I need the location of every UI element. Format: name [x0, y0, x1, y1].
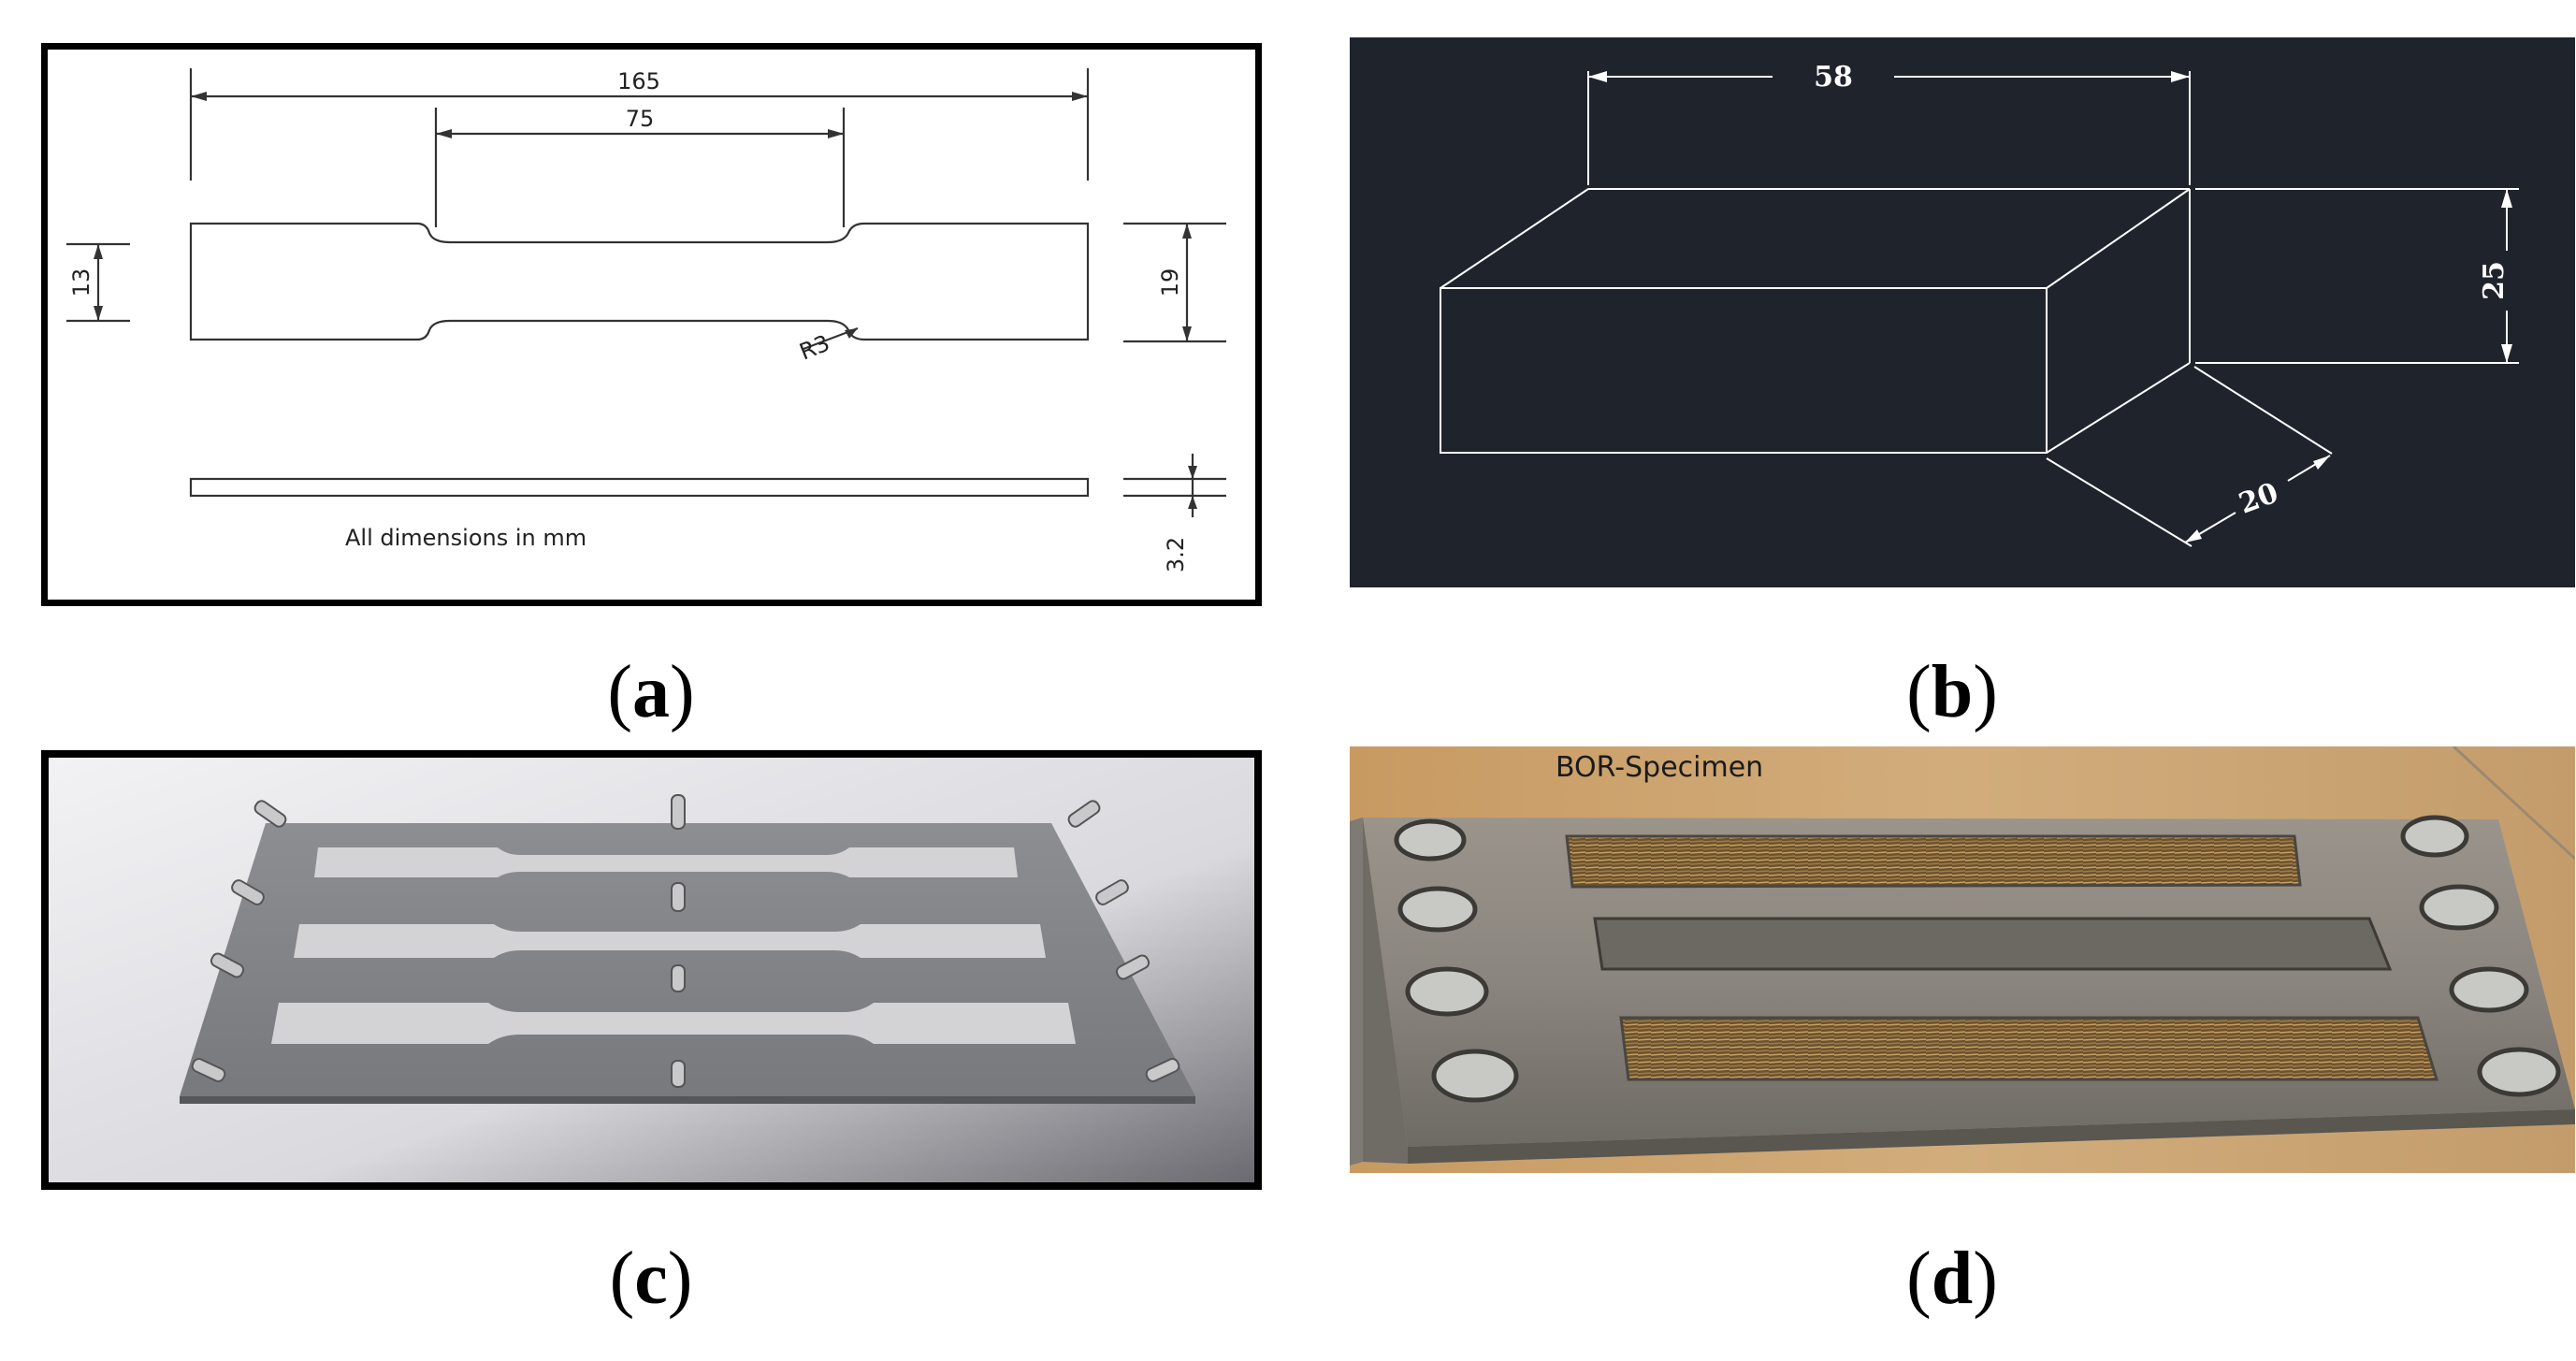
- dim-label-25: 25: [2478, 261, 2511, 300]
- arrow-25-bottom: [2501, 344, 2512, 363]
- specimen-outline: [189, 222, 1090, 341]
- caption-d: (d): [1906, 1238, 1998, 1320]
- empty-channel: [1593, 917, 2393, 971]
- arrow-19-top: [1182, 224, 1192, 239]
- block-drawing-svg: 58 25 20: [1440, 61, 2519, 547]
- pin-icon: [253, 800, 287, 828]
- dim-label-165: 165: [617, 68, 660, 94]
- bolt-icon: [2449, 966, 2529, 1013]
- bor-specimen-svg: BOR-Specimen: [1350, 746, 2575, 1173]
- pin-icon: [210, 952, 245, 978]
- ext-line-20-front: [2046, 457, 2192, 547]
- dim-label-75: 75: [626, 106, 655, 132]
- panel-d-bor-specimen-photo: BOR-Specimen: [1350, 746, 2575, 1173]
- arrow-25-top: [2501, 189, 2512, 208]
- panel-c-frame-photo: [41, 750, 1262, 1190]
- panel-b-block-drawing: 58 25 20: [1350, 37, 2575, 587]
- fiber-channel-2: [1619, 1016, 2439, 1081]
- caption-b: (b): [1906, 651, 1998, 733]
- rail-edge: [1350, 818, 1363, 1166]
- frame-photo-svg: [49, 758, 1254, 1182]
- arrow-75-right: [828, 129, 844, 138]
- dim-label-20: 20: [2235, 476, 2282, 520]
- arrow-58-right: [2171, 71, 2190, 82]
- frame-left-edge: [1363, 818, 1408, 1164]
- pin-icon: [1145, 1058, 1180, 1082]
- caption-a-letter: a: [632, 651, 670, 733]
- specimen-drawing-svg: 165 75 13 19 R3 3.2 All dimensions in mm: [66, 68, 1226, 572]
- caption-c: (c): [609, 1238, 693, 1320]
- bolt-icon: [1397, 886, 1478, 933]
- dim-label-13: 13: [68, 268, 94, 297]
- arrow-radius: [845, 328, 858, 339]
- pin-icon: [191, 1058, 226, 1082]
- pin-icon: [231, 879, 265, 905]
- block-top-edge-left: [1440, 188, 1589, 289]
- block-bottom-right-edge: [2046, 362, 2191, 454]
- ext-line-20-back: [2193, 366, 2333, 455]
- bor-specimen-label: BOR-Specimen: [1556, 751, 1763, 784]
- dim-label-58: 58: [1814, 61, 1853, 94]
- block-front-face: [1440, 287, 2048, 454]
- caption-c-letter: c: [634, 1238, 668, 1320]
- caption-d-letter: d: [1931, 1238, 1974, 1320]
- fiber-channel-1: [1565, 834, 2302, 889]
- bolt-icon: [2477, 1047, 2561, 1097]
- dim-label-radius: R3: [796, 330, 833, 366]
- arrow-13-top: [94, 244, 103, 259]
- arrow-165-left: [191, 92, 207, 101]
- bolt-icon: [2419, 884, 2499, 931]
- dim-label-19: 19: [1157, 268, 1183, 297]
- bolt-icon: [1405, 966, 1489, 1017]
- pin-icon: [671, 964, 686, 992]
- dim-label-3-2: 3.2: [1163, 537, 1189, 572]
- caption-b-letter: b: [1931, 651, 1974, 733]
- table-edge: [2452, 746, 2575, 861]
- arrow-20-lower: [2185, 529, 2202, 543]
- pin-icon: [1115, 954, 1151, 980]
- bolt-icon: [2400, 815, 2469, 858]
- caption-a: (a): [607, 651, 695, 733]
- specimen-side-view: [189, 477, 1090, 498]
- arrow-75-left: [436, 129, 452, 138]
- bolt-icon: [1394, 818, 1467, 861]
- arrow-58-left: [1588, 71, 1607, 82]
- plate-edge: [180, 1096, 1195, 1104]
- pin-icon: [1095, 879, 1129, 905]
- arrow-3-2-top: [1188, 466, 1197, 479]
- pin-icon: [671, 1060, 686, 1088]
- specimen-cutout-3: [271, 1003, 1076, 1044]
- pin-icon: [671, 882, 686, 912]
- bolt-icon: [1431, 1049, 1519, 1103]
- arrow-13-bottom: [94, 306, 103, 321]
- arrow-3-2-bottom: [1188, 496, 1197, 509]
- block-top-edge-right: [2046, 188, 2191, 289]
- arrow-165-right: [1072, 92, 1088, 101]
- arrow-20-upper: [2313, 456, 2330, 470]
- specimen-cutout-1: [314, 847, 1018, 877]
- arrow-19-bottom: [1182, 326, 1192, 341]
- units-note: All dimensions in mm: [345, 525, 586, 551]
- panel-a-specimen-drawing: 165 75 13 19 R3 3.2 All dimensions in mm: [41, 43, 1262, 606]
- pin-icon: [671, 794, 686, 830]
- frame-bottom-edge: [1408, 1109, 2575, 1164]
- pin-icon: [1067, 800, 1101, 828]
- specimen-cutout-2: [294, 924, 1046, 958]
